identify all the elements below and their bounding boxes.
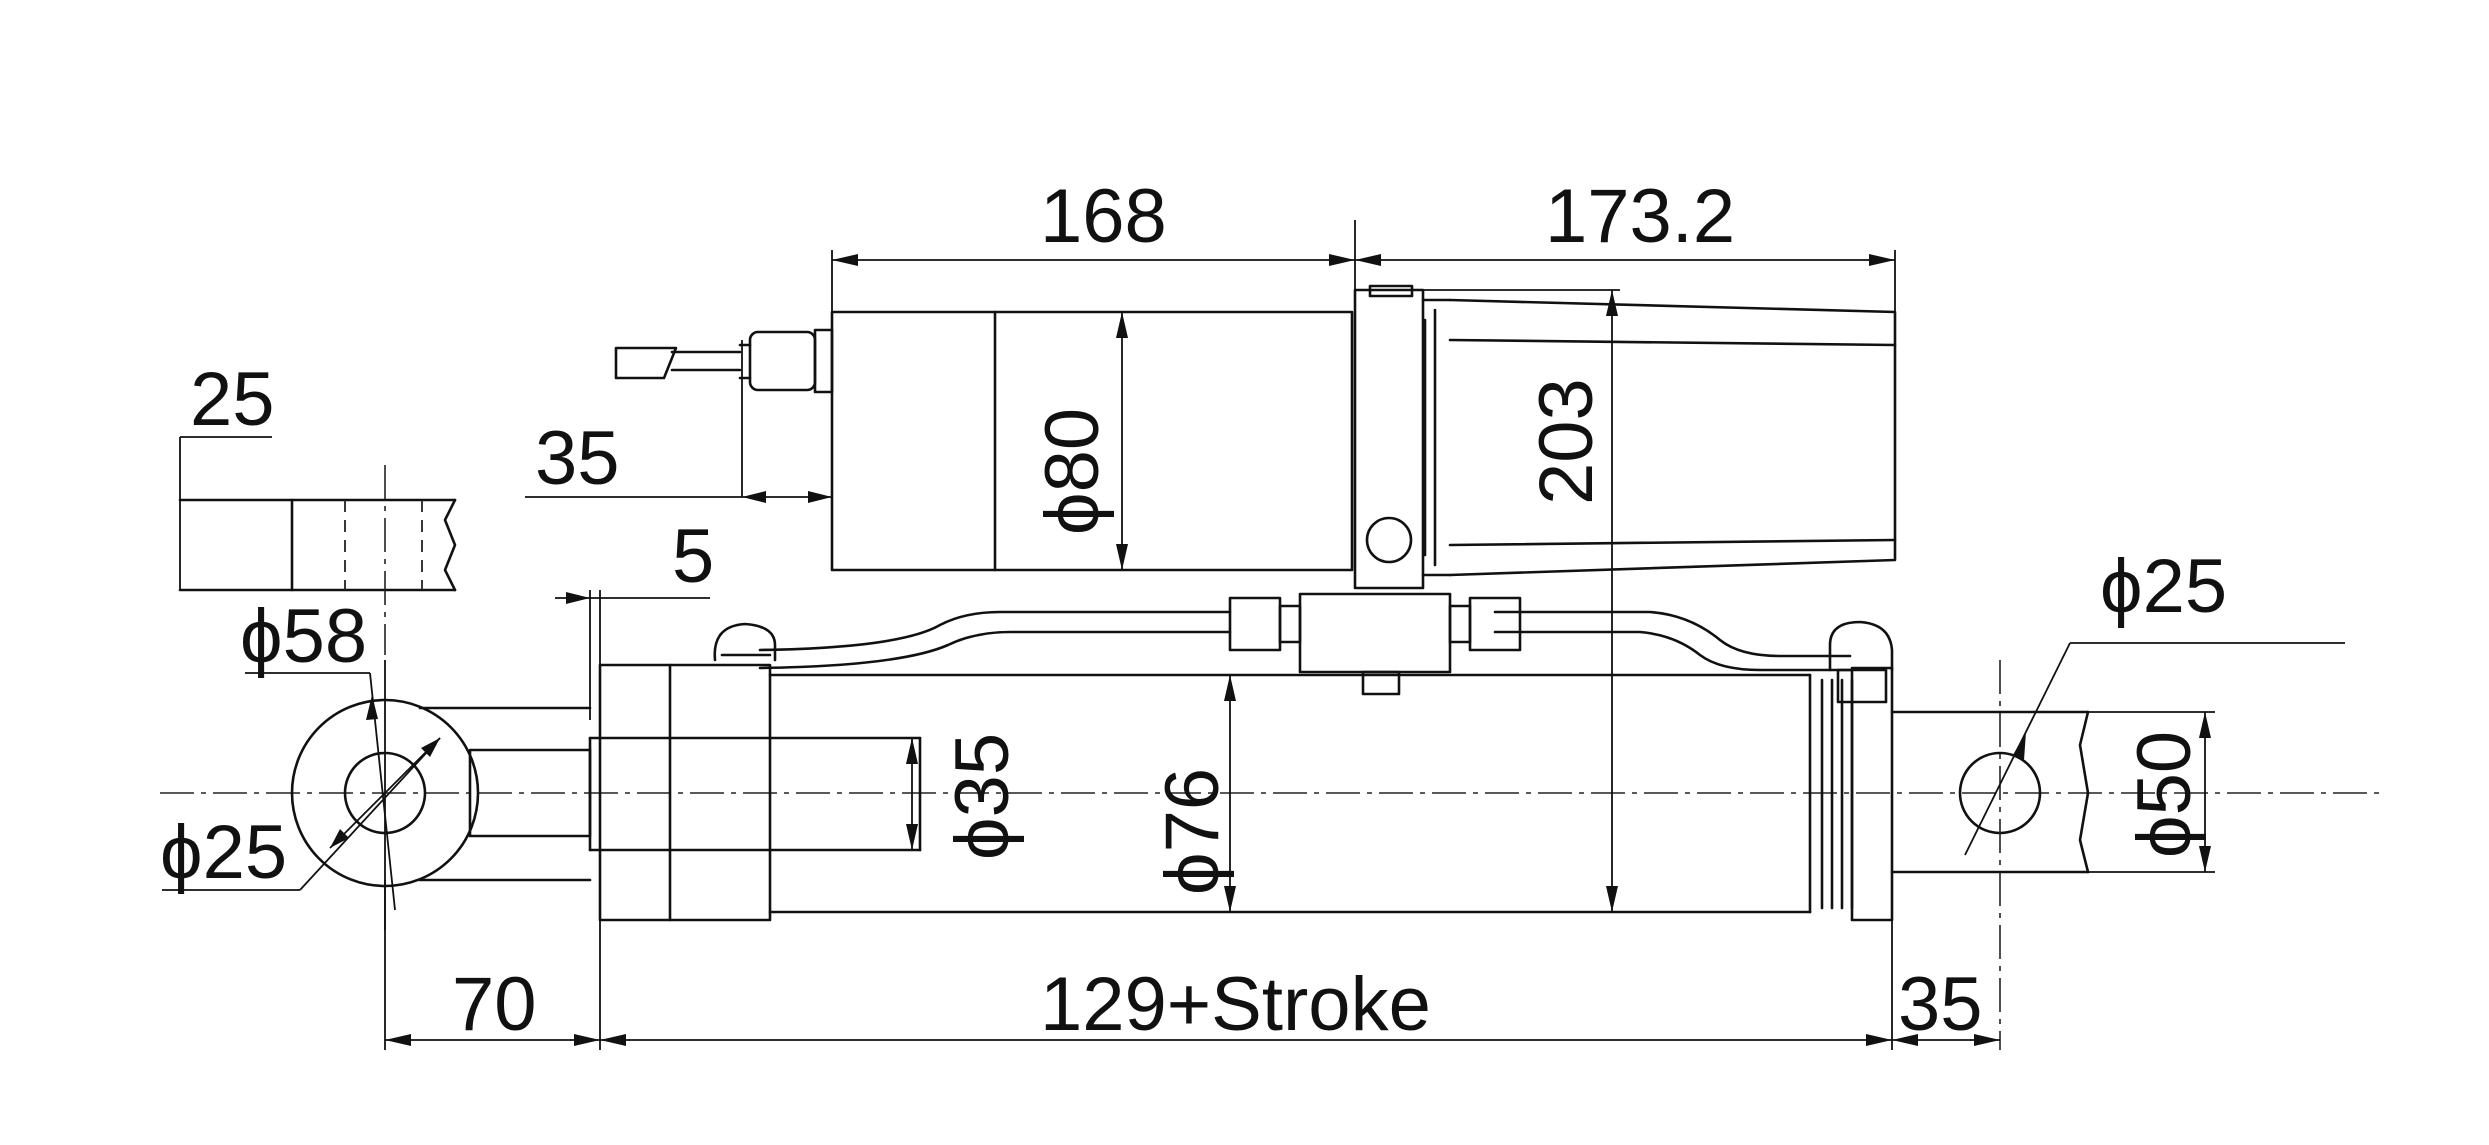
- dim-eye-width: 25: [190, 357, 275, 442]
- dim-eye-outer-dia: ϕ58: [240, 594, 367, 679]
- dim-rod-dia: ϕ35: [940, 733, 1025, 860]
- dim-motor-dia: ϕ80: [1030, 408, 1115, 535]
- cylinder-tube: [588, 666, 1894, 922]
- dim-overall-height: 203: [1524, 378, 1609, 505]
- dim-clevis-length: 35: [1898, 962, 1983, 1047]
- dim-clevis-dia: ϕ50: [2122, 731, 2207, 858]
- dim-left-pin-dia: ϕ25: [160, 810, 287, 895]
- rod-eye: [290, 660, 480, 930]
- rear-clevis: [1890, 660, 2215, 1050]
- cylinder-head: [598, 663, 772, 922]
- dim-lines: [162, 220, 2345, 1050]
- dim-rod-eye-length: 70: [452, 962, 537, 1047]
- piston-rod: [418, 706, 592, 882]
- oil-tank: [1448, 298, 1897, 577]
- dim-bore-dia: ϕ76: [1150, 768, 1235, 895]
- hydraulic-pipe: [713, 592, 1894, 704]
- dim-pump-length: 173.2: [1545, 174, 1735, 259]
- dim-body-length: 129+Stroke: [1040, 962, 1431, 1047]
- dim-gap: 5: [672, 514, 714, 599]
- pump-block: [1353, 284, 1452, 590]
- eye-side-view: [178, 465, 457, 655]
- motor: [614, 310, 1354, 572]
- dim-motor-length: 168: [1040, 174, 1167, 259]
- dim-right-pin-dia: ϕ25: [2100, 544, 2227, 629]
- dim-cable-offset: 35: [535, 416, 620, 501]
